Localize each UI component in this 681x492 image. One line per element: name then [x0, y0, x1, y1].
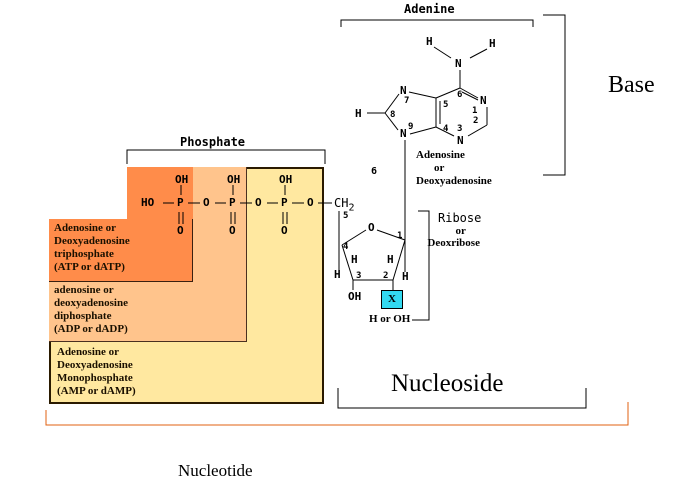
n-atom: N	[457, 134, 464, 147]
monophosphate-label: Adenosine or Deoxyadenosine Monophosphat…	[57, 346, 136, 398]
ring-number: 1	[472, 106, 478, 116]
h-atom: H	[489, 37, 496, 50]
ring-number: 5	[443, 100, 449, 110]
diphosphate-line: diphosphate	[54, 310, 112, 322]
adenosine-line: or	[434, 162, 445, 174]
phosphate-title: Phosphate	[180, 135, 246, 149]
o-atom: O	[255, 196, 262, 209]
o-atom: O	[203, 196, 210, 209]
base-bracket	[543, 14, 566, 176]
ribose-label: Ribose or Deoxribose	[427, 211, 482, 249]
ring-number: 9	[408, 122, 414, 132]
diphosphate-line: (ADP or dADP)	[54, 323, 128, 335]
adenosine-label: Adenosine or Deoxyadenosine	[416, 149, 492, 188]
ring-oxygen: O	[368, 221, 375, 234]
x-box: X	[381, 290, 403, 309]
monophosphate-line: Deoxyadenosine	[57, 359, 133, 371]
h-atom: H	[355, 107, 362, 120]
p-atom: P	[229, 196, 236, 209]
oh-group: OH	[348, 290, 362, 303]
ring-number: 6	[457, 90, 463, 100]
triphosphate-line: triphosphate	[54, 248, 114, 260]
adenine-bracket	[340, 19, 534, 27]
h-atom: H	[334, 268, 341, 281]
oh-group: OH	[175, 173, 189, 186]
monophosphate-line: Adenosine or	[57, 346, 120, 358]
triphosphate-line: Adenosine or	[54, 222, 117, 234]
nucleoside-bracket	[337, 388, 587, 409]
ribose-bracket	[412, 210, 430, 321]
nucleotide-title: Nucleotide	[178, 461, 253, 480]
ribose-number: 1	[397, 231, 403, 241]
ring-number: 8	[390, 110, 396, 120]
monophosphate-line: Monophosphate	[57, 372, 133, 384]
n-atom: N	[400, 127, 407, 140]
triphosphate-box-top	[127, 167, 193, 220]
p-atom: P	[177, 196, 184, 209]
monophosphate-line: (AMP or dAMP)	[57, 385, 136, 397]
phosphate-bracket	[126, 149, 326, 164]
diphosphate-label: adenosine or deoxyadenosine diphosphate …	[54, 284, 128, 336]
h-atom: H	[387, 253, 394, 266]
n-atom: N	[480, 94, 487, 107]
ribose-number: 3	[356, 271, 362, 281]
base-title: Base	[608, 72, 655, 98]
nucleoside-title: Nucleoside	[391, 370, 504, 397]
adenine-title: Adenine	[404, 2, 455, 16]
adenosine-line: Deoxyadenosine	[416, 175, 492, 187]
h-or-oh-label: H or OH	[369, 313, 411, 325]
ring-number: 4	[443, 124, 449, 134]
triphosphate-label: Adenosine or Deoxyadenosine triphosphate…	[54, 222, 130, 274]
nucleotide-bracket	[45, 402, 629, 426]
oh-group: OH	[227, 173, 241, 186]
ring-number: 2	[473, 116, 479, 126]
ribose-number: 5	[343, 211, 349, 221]
triphosphate-box	[49, 219, 193, 282]
stray-number: 6	[371, 166, 378, 177]
o-atom: O	[307, 196, 314, 209]
ribose-line: Ribose	[438, 211, 482, 225]
ribose-line: Deoxribose	[427, 237, 480, 249]
ribose-number: 2	[383, 271, 389, 281]
ribose-line: or	[455, 225, 466, 237]
subscript-two: 2	[348, 202, 355, 214]
h-atom: H	[351, 253, 358, 266]
h-atom: H	[426, 35, 433, 48]
triphosphate-line: Deoxyadenosine	[54, 235, 130, 247]
ribose-number: 4	[343, 242, 349, 252]
ch2-group: CH2	[334, 196, 354, 213]
o-atom: O	[177, 224, 184, 237]
ring-number: 7	[404, 96, 410, 106]
p-atom: P	[281, 196, 288, 209]
n-atom: N	[455, 57, 462, 70]
oh-group: OH	[279, 173, 293, 186]
o-atom: O	[229, 224, 236, 237]
o-atom: O	[281, 224, 288, 237]
n-atom: N	[400, 84, 407, 97]
h-atom: H	[402, 270, 409, 283]
adenosine-line: Adenosine	[416, 149, 465, 161]
diphosphate-line: deoxyadenosine	[54, 297, 128, 309]
ch2-text: CH2	[334, 196, 355, 214]
triphosphate-line: (ATP or dATP)	[54, 261, 125, 273]
ring-number: 3	[457, 124, 463, 134]
x-label: X	[388, 293, 396, 305]
diphosphate-line: adenosine or	[54, 284, 114, 296]
ho-group: HO	[141, 196, 155, 209]
